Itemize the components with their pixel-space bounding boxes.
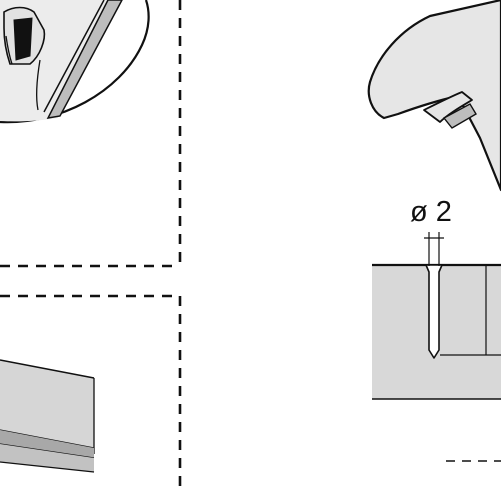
workpiece-section (372, 232, 501, 400)
detail-clip-highlight (5, 35, 13, 65)
drill-body (367, 0, 501, 192)
detail-part-edge-2 (36, 59, 41, 111)
drill-diameter-label: ø 2 (410, 196, 452, 228)
detail-circle-view (0, 0, 150, 124)
rail-bottom-edge (0, 461, 95, 473)
drilled-hole (425, 264, 443, 359)
rail-groove-fill (0, 430, 94, 458)
rail-profile-view (0, 359, 95, 473)
panel-dividers (0, 0, 182, 493)
drill-tool (367, 0, 501, 192)
detail-part-edge (43, 0, 105, 113)
rail-top-edge (0, 359, 95, 379)
detail-part-bevel (46, 0, 123, 119)
rail-top-face (0, 360, 94, 454)
detail-clip-recess (13, 17, 33, 61)
drill-trigger-shadow (442, 103, 477, 129)
rail-bottom-face (0, 444, 94, 472)
